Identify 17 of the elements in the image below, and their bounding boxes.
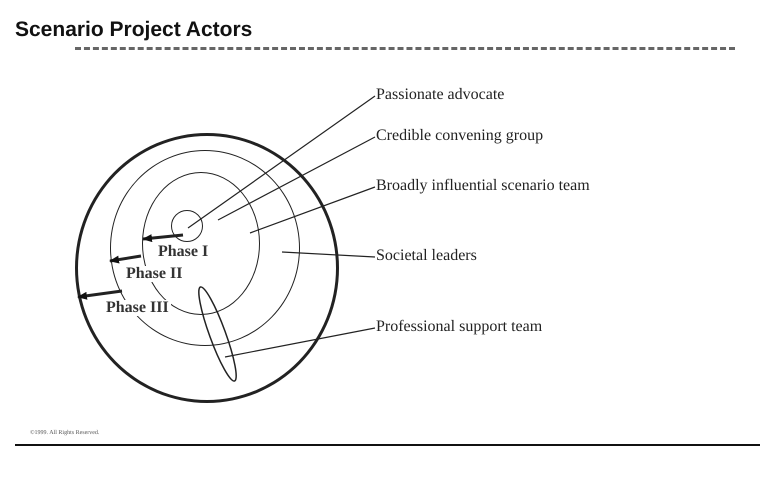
edge-label: Phase II: [124, 266, 184, 282]
phase-arrow: [77, 290, 122, 300]
title: Scenario Project Actors: [15, 18, 252, 42]
phase-arrow: [109, 254, 142, 264]
actor-label: Passionate advocate: [376, 86, 504, 104]
actor-label: Societal leaders: [376, 247, 477, 265]
leader-line: [282, 251, 376, 258]
actor-label: Credible convening group: [376, 127, 544, 145]
actor-label: Professional support team: [376, 318, 542, 336]
center-circle: [171, 210, 203, 242]
leader-line: [218, 136, 376, 221]
edge-label: Phase III: [104, 300, 171, 316]
actor-label: Broadly influential scenario team: [376, 177, 590, 195]
leader-line: [250, 186, 376, 234]
leader-line: [224, 327, 376, 358]
leader-line: [188, 96, 376, 228]
phase-arrow: [142, 234, 184, 242]
